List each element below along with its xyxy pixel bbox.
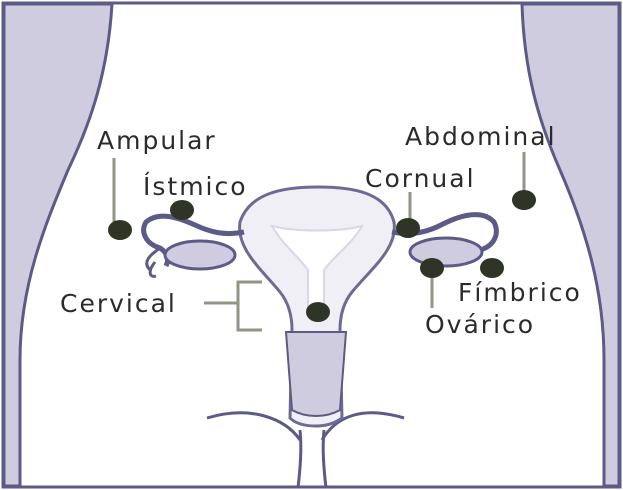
- istmico-site-dot: [170, 200, 194, 220]
- cervical-canal: [286, 332, 346, 416]
- label-cornual: Cornual: [365, 166, 476, 191]
- ovarico-site-dot: [420, 258, 444, 278]
- label-cervical: Cervical: [60, 291, 177, 316]
- label-istmico: Ístmico: [143, 174, 248, 199]
- label-fimbrico: Fímbrico: [458, 280, 582, 305]
- label-ovarico: Ovárico: [425, 312, 535, 337]
- left-ovary: [165, 241, 235, 269]
- label-ampular: Ampular: [97, 128, 217, 153]
- ampular-site-dot: [108, 220, 132, 240]
- abdominal-site-dot: [512, 190, 536, 210]
- right-ovary: [410, 238, 482, 266]
- fimbrico-site-dot: [480, 258, 504, 278]
- cervical-site-dot: [306, 302, 330, 322]
- label-abdominal: Abdominal: [405, 124, 557, 149]
- cornual-site-dot: [396, 218, 420, 238]
